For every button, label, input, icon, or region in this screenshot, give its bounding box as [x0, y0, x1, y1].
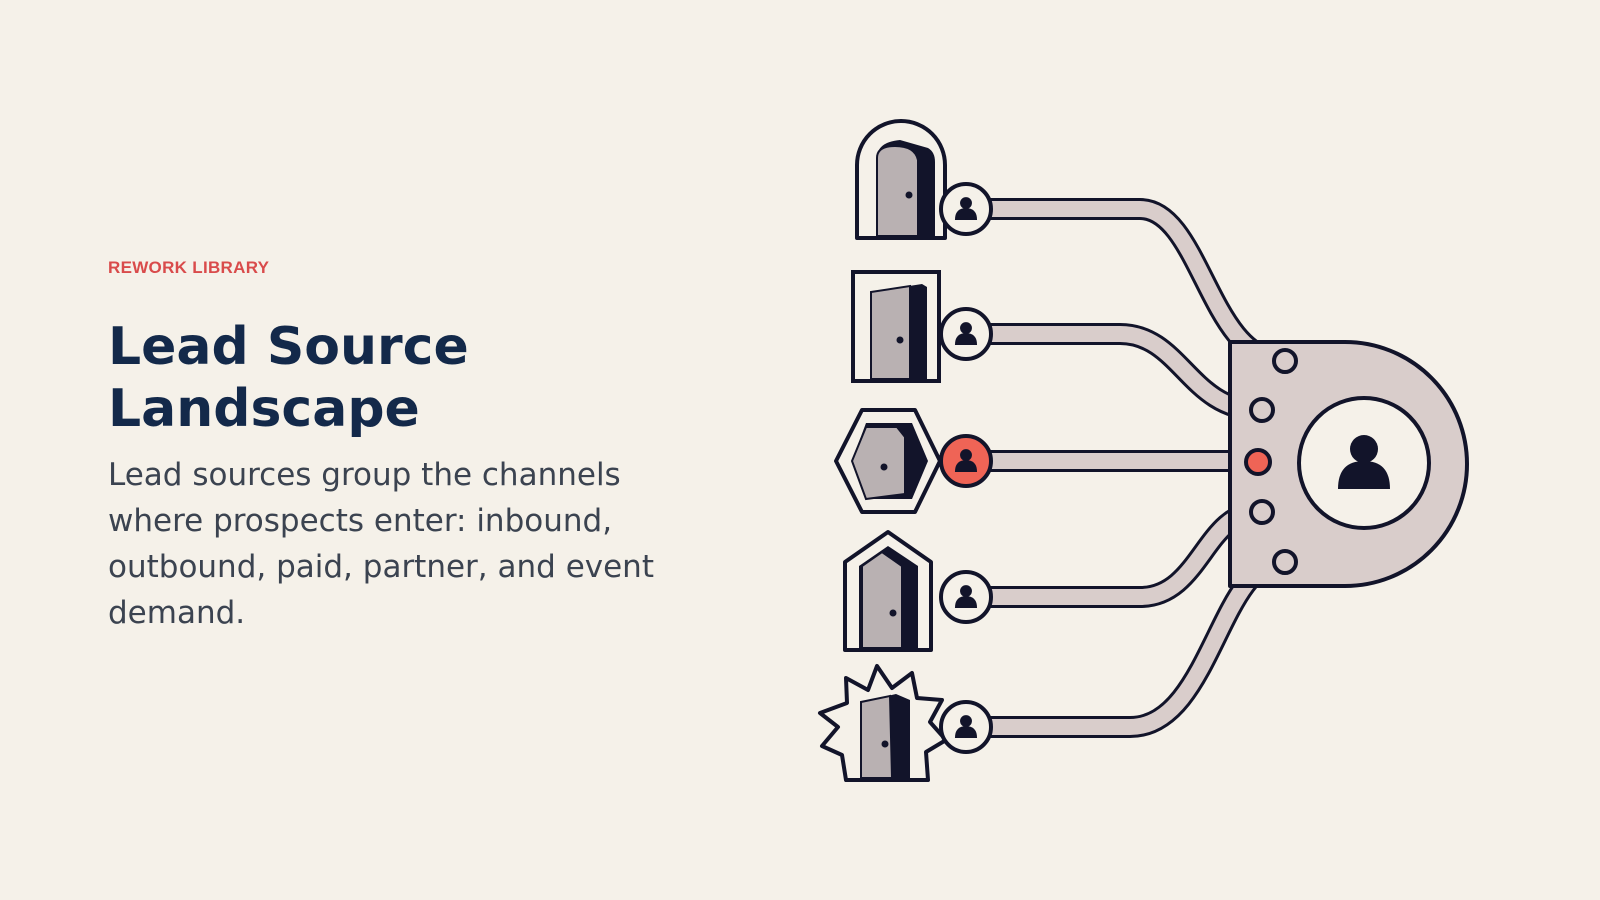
eyebrow-label: REWORK LIBRARY [108, 258, 270, 277]
source-entry-3 [834, 408, 993, 514]
source-entry-1 [855, 119, 993, 240]
hub-port-4 [1249, 499, 1275, 525]
hub-port-2 [1249, 397, 1275, 423]
hub-port-3 [1244, 448, 1272, 476]
source-entry-5 [818, 664, 993, 782]
hub [1228, 340, 1469, 588]
source-entry-2 [851, 270, 993, 383]
page-title: Lead Source Landscape [108, 317, 469, 439]
pipe-4 [959, 501, 1269, 608]
pipe-2 [959, 323, 1269, 421]
description: Lead sources group the channels where pr… [108, 457, 654, 631]
hub-port-1 [1272, 348, 1298, 374]
source-entry-4 [843, 530, 993, 652]
hub-port-5 [1272, 549, 1298, 575]
